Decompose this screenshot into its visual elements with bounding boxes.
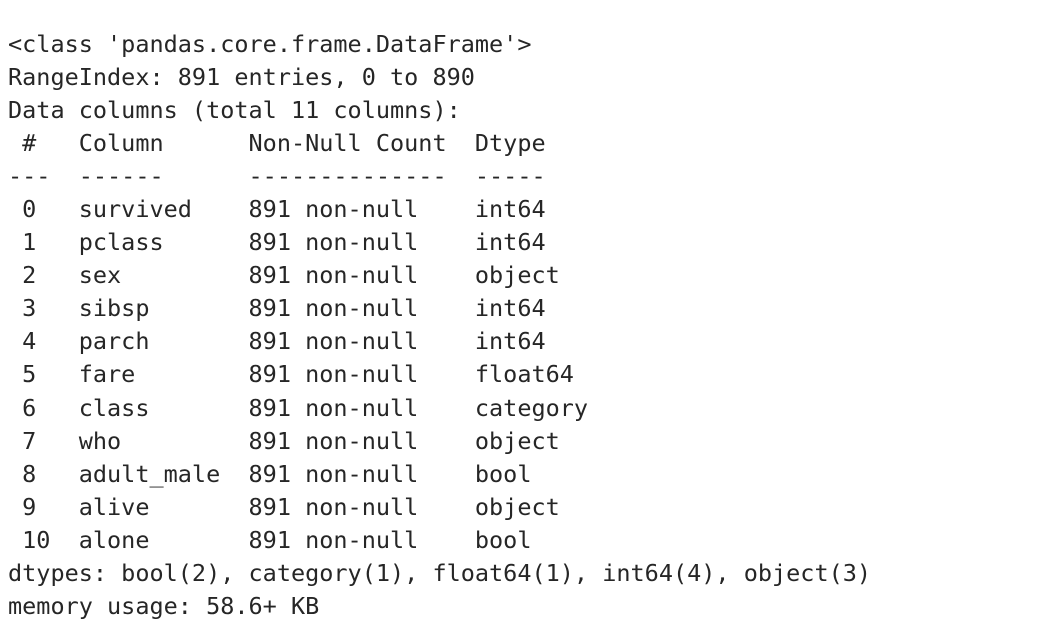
table-row: 6 class 891 non-null category bbox=[8, 393, 589, 422]
dtypes-summary-line: dtypes: bool(2), category(1), float64(1)… bbox=[8, 559, 872, 587]
table-row: 2 sex 891 non-null object bbox=[8, 261, 589, 290]
table-row: 10 alone 891 non-null bool bbox=[8, 525, 589, 554]
data-columns-summary-line: Data columns (total 11 columns): bbox=[8, 95, 461, 124]
table-separator-line: --- ------ -------------- ----- bbox=[8, 161, 589, 190]
class-line: <class 'pandas.core.frame.DataFrame'> bbox=[8, 29, 532, 58]
table-header-line: # Column Non-Null Count Dtype bbox=[8, 128, 589, 157]
table-row: 4 parch 891 non-null int64 bbox=[8, 327, 589, 356]
table-row: 3 sibsp 891 non-null int64 bbox=[8, 294, 589, 323]
table-row: 9 alive 891 non-null object bbox=[8, 492, 589, 521]
table-row: 5 fare 891 non-null float64 bbox=[8, 360, 589, 389]
dataframe-info-output: <class 'pandas.core.frame.DataFrame'> Ran… bbox=[0, 23, 1060, 621]
table-row: 0 survived 891 non-null int64 bbox=[8, 194, 589, 223]
table-row: 7 who 891 non-null object bbox=[8, 426, 589, 455]
table-row: 1 pclass 891 non-null int64 bbox=[8, 228, 589, 257]
table-row: 8 adult_male 891 non-null bool bbox=[8, 459, 589, 488]
range-index-line: RangeIndex: 891 entries, 0 to 890 bbox=[8, 62, 475, 91]
memory-usage-line: memory usage: 58.6+ KB bbox=[8, 592, 320, 621]
